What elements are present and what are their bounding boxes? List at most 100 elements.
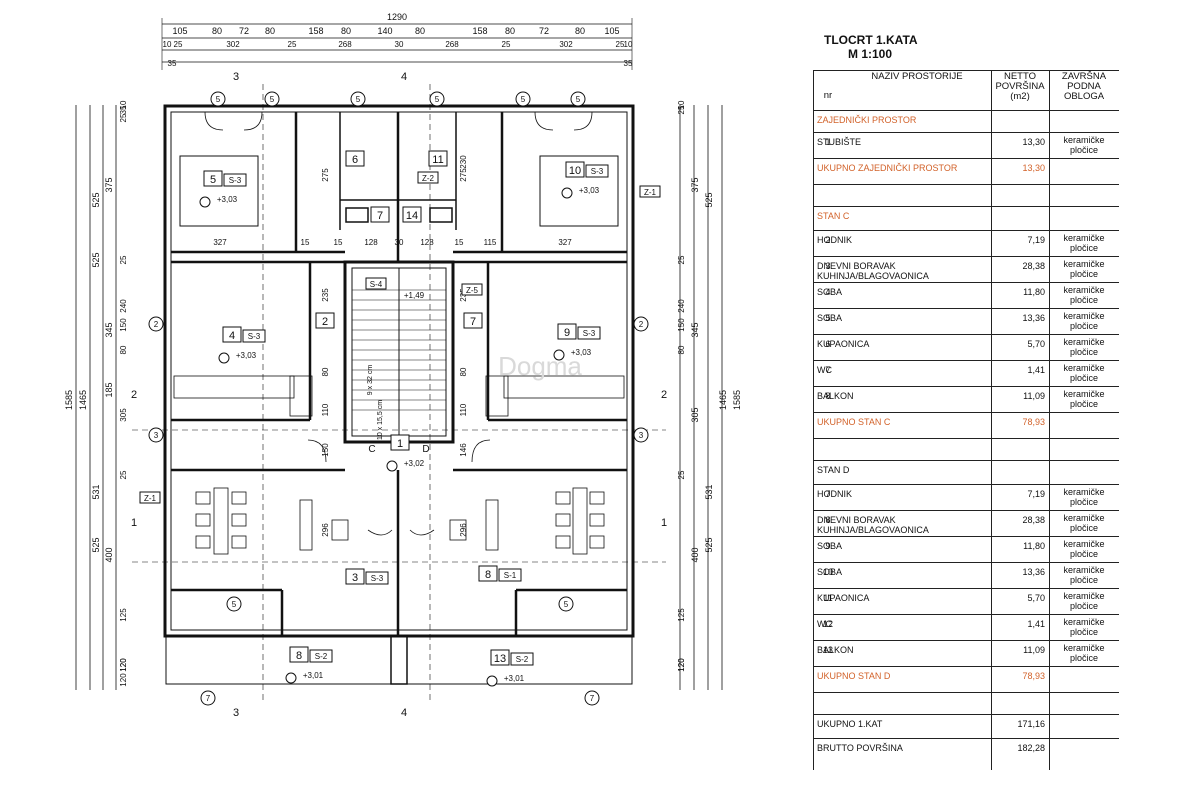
- header-name: NAZIV PROSTORIJE: [871, 71, 963, 82]
- row-number: 7: [825, 365, 831, 375]
- dim-right-c: 150: [677, 318, 686, 332]
- dim-top-row2: 25: [288, 40, 297, 49]
- stair-note: 10 x 15,5 cm: [377, 400, 384, 440]
- room-number-box: [565, 161, 585, 178]
- room-name: DNEVNI BORAVAK KUHINJA/BLAGOVAONICA: [817, 261, 929, 281]
- floor-plan: 1290105807280158801408015880728010510253…: [64, 12, 742, 719]
- room-area: 28,38: [1022, 515, 1045, 525]
- dim-top-row2: 25: [502, 40, 511, 49]
- dim-left-c: 240: [119, 299, 128, 313]
- dim-left-c: 35: [119, 105, 128, 114]
- z-tag-label: Z-1: [144, 494, 157, 503]
- room-number-box: [203, 170, 223, 187]
- header-finish-line3: OBLOGA: [1063, 91, 1105, 102]
- room-area: [991, 111, 1049, 132]
- room-number-box: [402, 206, 422, 223]
- room-number-box: [428, 150, 448, 167]
- room-name: SOBA: [817, 541, 843, 551]
- dim-inner-v: 275: [321, 168, 330, 182]
- room-code: S-3: [371, 574, 384, 583]
- room-code-box: [309, 649, 333, 663]
- dim-inner-h: 327: [558, 238, 572, 247]
- dim-top-row1: 80: [341, 26, 351, 36]
- dim-top-row2: 302: [226, 40, 240, 49]
- level-marker: [486, 675, 498, 687]
- dim-right-c: 25: [677, 105, 686, 114]
- dim-right-b: 375: [690, 177, 700, 192]
- room-number-box: [222, 326, 242, 343]
- room-area: 13,30: [1022, 137, 1045, 147]
- dim-right-b: 400: [690, 547, 700, 562]
- room-number: 1: [397, 438, 403, 450]
- room-area: 78,93: [1022, 671, 1045, 681]
- dim-left-c: 10: [119, 100, 128, 109]
- floor-finish: keramičke pločice: [1063, 513, 1105, 533]
- stair-note: 9 x 32 cm: [367, 365, 374, 396]
- room-area: 1,41: [1027, 619, 1045, 629]
- room-name: WC: [817, 365, 832, 375]
- table-row: [813, 692, 1119, 714]
- room-name: HODNIK: [817, 235, 853, 245]
- callout-circle: [558, 596, 574, 612]
- dim-top-row1: 158: [472, 26, 487, 36]
- dim-inner-v: 80: [459, 367, 468, 376]
- dim-right-c: 240: [677, 299, 686, 313]
- room-code-box: [577, 326, 601, 340]
- dim-inner-v: 235: [321, 288, 330, 302]
- callout-number: 5: [232, 600, 237, 609]
- room-code: S-3: [591, 167, 604, 176]
- section-mark: 3: [233, 71, 239, 83]
- floor-finish: keramičke pločice: [1063, 285, 1105, 305]
- dim-top-row3: 35: [168, 59, 177, 68]
- level-value: +3,03: [579, 186, 600, 195]
- room-name: ZAJEDNIČKI PROSTOR: [817, 115, 917, 125]
- room-area: 7,19: [1027, 235, 1045, 245]
- callout-circle: [148, 316, 164, 332]
- floor-finish: keramičke pločice: [1063, 539, 1105, 559]
- level-value: +3,01: [504, 674, 525, 683]
- room-area: 7,19: [1027, 489, 1045, 499]
- z-tag: [139, 491, 161, 504]
- dim-left-inner: 1465: [78, 390, 88, 410]
- dim-left-a: 525: [91, 537, 101, 552]
- dim-inner-h: 128: [420, 238, 434, 247]
- dim-left-a: 531: [91, 484, 101, 499]
- dim-inner-h: 15: [455, 238, 464, 247]
- dim-left-c: 150: [119, 318, 128, 332]
- z-tag: [461, 283, 483, 296]
- dim-right-a: 531: [704, 484, 714, 499]
- row-number: 4: [825, 287, 831, 297]
- dim-inner-v: 150: [321, 443, 330, 457]
- row-number: 5: [825, 313, 831, 323]
- room-name: UKUPNO ZAJEDNIČKI PROSTOR: [817, 163, 958, 173]
- floor-finish: keramičke pločice: [1063, 643, 1105, 663]
- row-number: 7: [825, 489, 831, 499]
- stair-level: +1,49: [404, 291, 425, 300]
- room-area: 11,80: [1023, 541, 1045, 551]
- dim-inner-v: 110: [459, 403, 468, 416]
- dim-inner-h: 327: [213, 238, 227, 247]
- header-area-line2: POVRŠINA: [995, 81, 1045, 92]
- section-mark: 4: [401, 707, 407, 719]
- dim-left-c: 80: [119, 345, 128, 354]
- callout-circle: [210, 91, 226, 107]
- floor-finish: keramičke pločice: [1063, 337, 1105, 357]
- room-number: 6: [352, 154, 358, 166]
- dim-inner-h: 30: [395, 238, 404, 247]
- dim-left-c: 120: [119, 673, 128, 687]
- room-name: STUBIŠTE: [817, 137, 862, 147]
- room-area: [991, 461, 1049, 484]
- dim-top-row1: 105: [172, 26, 187, 36]
- dim-left-b: 185: [104, 382, 114, 397]
- room-number-box: [390, 434, 410, 451]
- dim-overall-top: 1290: [387, 12, 407, 22]
- room-area: 13,36: [1022, 313, 1045, 323]
- callout-circle: [570, 91, 586, 107]
- dim-right-c: 25: [677, 470, 686, 479]
- room-name: [813, 439, 991, 460]
